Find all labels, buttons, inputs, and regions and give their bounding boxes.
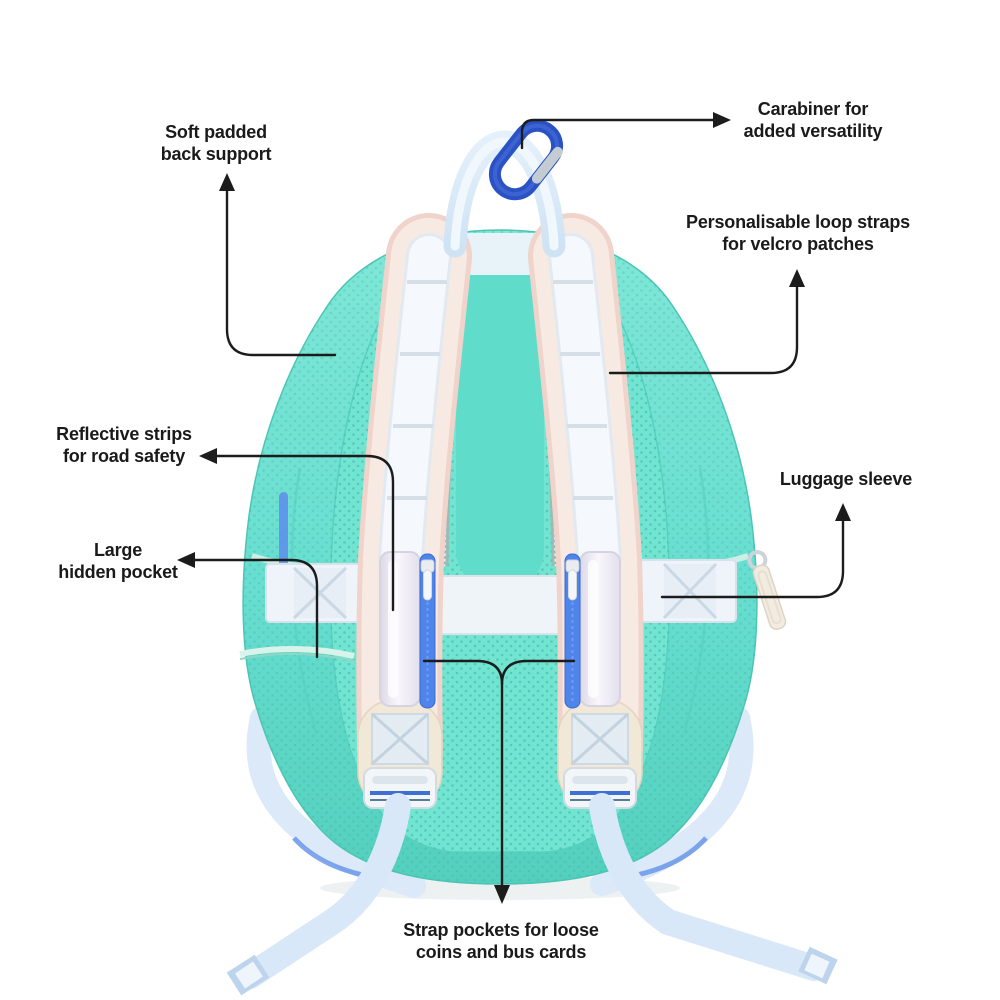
callout-label-strap-pockets: Strap pockets for loose coins and bus ca… [351,919,651,963]
hidden-pocket-seam-shadow [239,652,355,662]
left-reflective-strip [379,551,421,707]
callout-text-line: Strap pockets for loose [403,920,599,940]
bottom-webbing-left-long [226,793,411,996]
callout-label-large-hidden-pocket: Large hidden pocket [8,539,228,583]
carabiner [488,119,564,201]
right-reflective-strip [579,551,621,707]
callout-text-line: Carabiner for [757,99,869,119]
callout-text-line: Personalisable loop straps [686,212,910,232]
callout-text-line: added versatility [743,121,883,141]
callout-arrow-soft-padded-back-support [219,173,337,357]
callout-arrow-reflective-strips [199,448,395,612]
callout-text-line: Soft padded [165,122,267,142]
callout-label-reflective-strips: Reflective strips for road safety [14,423,234,467]
callout-arrows [177,112,851,904]
callout-text-line: back support [160,144,272,164]
right-shoulder-strap [528,213,644,809]
top-handle [443,130,566,258]
callout-arrow-personalisable-loop-straps [608,269,805,375]
callout-text-line: Reflective strips [56,424,192,444]
callout-arrow-strap-pockets [422,659,576,904]
callout-text-line: Large [93,540,143,560]
left-strap-buckle-group [363,712,437,809]
left-loop-strap-stitches [387,280,447,500]
right-loop-strap-stitches [553,280,613,500]
bottom-webbing-right-long [589,793,838,985]
callout-arrow-large-hidden-pocket [177,552,319,659]
callout-text-line: Luggage sleeve [779,469,913,489]
callout-text-line: for road safety [62,446,186,466]
left-strap-zipper [419,553,436,709]
callout-label-personalisable-loop-straps: Personalisable loop straps for velcro pa… [648,211,948,255]
hidden-pocket-seam [239,645,355,659]
callout-label-soft-padded-back-support: Soft padded back support [106,121,326,165]
callout-text-line: hidden pocket [58,562,178,582]
right-strap-zipper [564,553,581,709]
callout-label-carabiner: Carabiner for added versatility [703,98,923,142]
center-channel [456,254,544,590]
callout-arrow-luggage-sleeve [660,503,851,599]
callout-text-line: for velcro patches [722,234,874,254]
bottom-webbing-right-cross [590,706,754,896]
callout-label-luggage-sleeve: Luggage sleeve [736,468,956,490]
callout-text-line: coins and bus cards [415,942,587,962]
callout-arrow-carabiner [520,112,731,150]
